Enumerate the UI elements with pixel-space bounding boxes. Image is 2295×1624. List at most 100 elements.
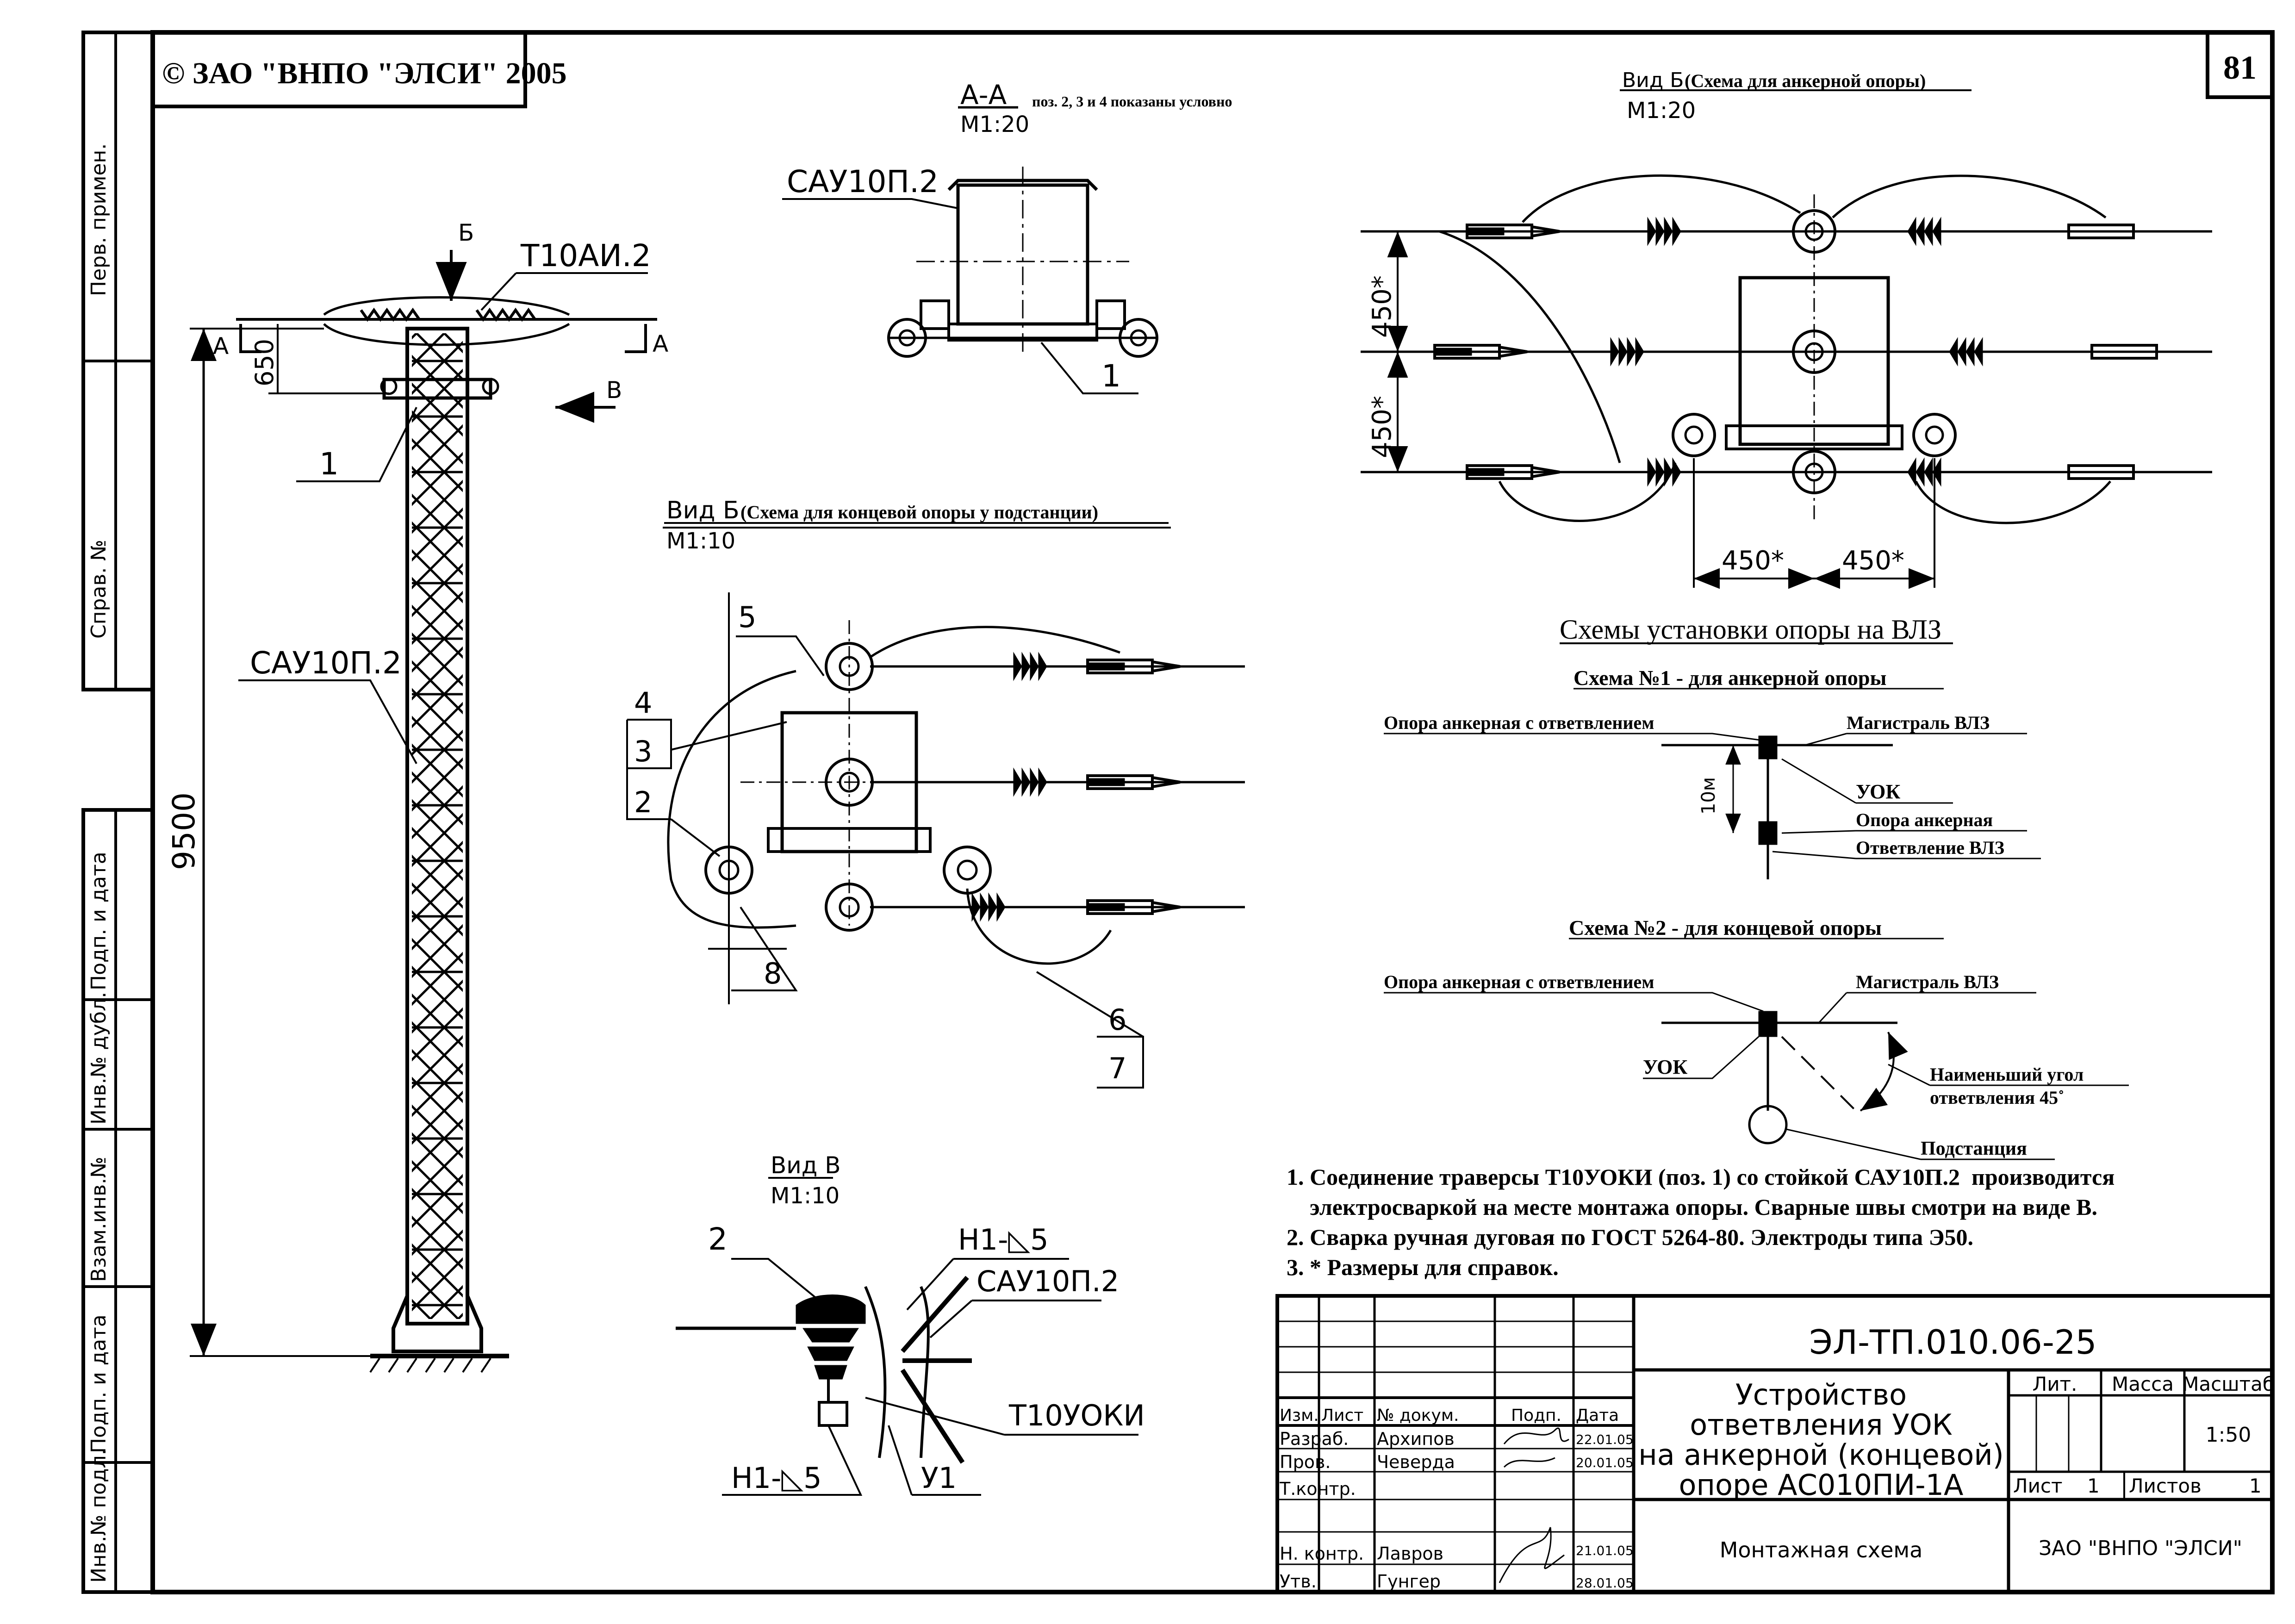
- vba-subtitle: (Схема для анкерной опоры): [1685, 70, 1926, 91]
- tb-name-razrab: Архипов: [1377, 1429, 1455, 1449]
- vv-title: Вид В: [771, 1152, 841, 1179]
- tb-sheets-value: 1: [2249, 1475, 2262, 1497]
- tb-name-prov: Чеверда: [1377, 1452, 1455, 1472]
- pole-pos1-label: 1: [319, 446, 339, 482]
- vbt-pos7: 7: [1108, 1052, 1126, 1085]
- note-1b: электросваркой на месте монтажа опоры. С…: [1287, 1194, 2097, 1220]
- aa-title: А-А: [960, 79, 1007, 111]
- scheme2-substation: Подстанция: [1921, 1138, 2027, 1159]
- tb-sheet-value: 1: [2087, 1475, 2100, 1497]
- tb-sheet-label: Лист: [2013, 1475, 2062, 1497]
- tb-date-2: 20.01.05: [1576, 1455, 1634, 1470]
- side-sprav-no: Справ. №: [87, 540, 111, 639]
- vbt-pos5: 5: [738, 600, 756, 634]
- side-stamp: Перв. примен. Справ. № Подп. и дата Инв.…: [87, 143, 111, 1583]
- tb-col-list: Лист: [1321, 1406, 1363, 1425]
- tb-col-izm: Изм.: [1280, 1406, 1319, 1425]
- schemes-title: Схемы установки опоры на ВЛЗ: [1560, 614, 1941, 645]
- tb-role-6: Утв.: [1280, 1571, 1317, 1592]
- view-v: [676, 1177, 1138, 1496]
- pole-label-b: Б: [458, 219, 474, 246]
- tb-col-doc: № докум.: [1377, 1406, 1459, 1425]
- scheme2-uok: УОК: [1643, 1056, 1687, 1078]
- vv-u1: У1: [921, 1461, 957, 1495]
- vbt-pos8: 8: [764, 957, 782, 990]
- pole-label-v: В: [606, 377, 622, 404]
- vba-dim-v1: 450*: [1367, 275, 1397, 338]
- scheme1-right: Магистраль ВЛЗ: [1847, 712, 1990, 733]
- tb-company: ЗАО "ВНПО "ЭЛСИ": [2039, 1537, 2242, 1560]
- vv-sau: САУ10П.2: [976, 1264, 1119, 1298]
- vba-title: Вид Б: [1622, 68, 1684, 92]
- view-b-terminal: [626, 522, 1245, 1089]
- vv-t10uoki: Т10УОКИ: [1008, 1399, 1145, 1432]
- aa-scale: М1:20: [960, 112, 1029, 137]
- scheme1-anchor-mark: [1758, 821, 1778, 845]
- pole-lattice: [412, 333, 463, 1319]
- tb-date-5: 21.01.05: [1576, 1543, 1634, 1558]
- vba-dim-h1: 450*: [1722, 546, 1784, 576]
- scheme2-left: Опора анкерная с ответвлением: [1384, 971, 1654, 992]
- vv-weld2: Н1-◺5: [731, 1461, 822, 1495]
- vbt-pos3: 3: [634, 734, 652, 768]
- tb-name-2: ответвления УОК: [1690, 1408, 1953, 1442]
- pole-t10ai-label: Т10АИ.2: [520, 238, 651, 274]
- schemes: Схемы установки опоры на ВЛЗ Схема №1 - …: [1384, 614, 2084, 1159]
- pole-sau-label: САУ10П.2: [250, 645, 402, 681]
- aa-note: поз. 2, 3 и 4 показаны условно: [1032, 93, 1232, 110]
- scheme2-angle-2: ответвления 45˚: [1930, 1087, 2064, 1108]
- scheme2-angle-1: Наименьший угол: [1930, 1064, 2084, 1085]
- vba-scale: М1:20: [1627, 98, 1696, 124]
- tb-name-utv: Гунгер: [1377, 1571, 1441, 1592]
- tb-date-1: 22.01.05: [1576, 1432, 1634, 1447]
- tb-name-1: Устройство: [1735, 1378, 1907, 1412]
- scheme2-title: Схема №2 - для концевой опоры: [1569, 916, 1882, 940]
- vbt-scale: М1:10: [666, 528, 735, 554]
- vbt-pos2: 2: [634, 785, 652, 819]
- tb-col-date: Дата: [1576, 1406, 1619, 1425]
- copyright: © ЗАО "ВНПО "ЭЛСИ" 2005: [162, 56, 567, 90]
- scheme1-uok-mark: [1758, 735, 1778, 759]
- pole-column: [405, 327, 469, 1325]
- tb-role-2: Пров.: [1280, 1452, 1331, 1472]
- notes: 1. Соединение траверсы Т10УОКИ (поз. 1) …: [1287, 1164, 2115, 1280]
- tb-doc-code: ЭЛ-ТП.010.06-25: [1810, 1323, 2097, 1362]
- scheme1-title: Схема №1 - для анкерной опоры: [1574, 666, 1886, 690]
- pole-label-a-left: А: [213, 333, 229, 360]
- pole-label-a-right: А: [653, 330, 668, 357]
- vba-dim-v2: 450*: [1367, 396, 1397, 458]
- frame: [81, 30, 2275, 1594]
- tb-mass-header: Масса: [2112, 1373, 2174, 1395]
- side-perv-primen: Перв. примен.: [87, 143, 111, 296]
- vbt-title: Вид Б: [666, 497, 740, 524]
- vbt-subtitle: (Схема для концевой опоры у подстанции): [740, 502, 1098, 523]
- side-podp-data-2: Подп. и дата: [87, 1314, 111, 1453]
- tb-date-6: 28.01.05: [1576, 1575, 1634, 1591]
- section-aa: [782, 106, 1158, 394]
- side-inv-dubl: Инв.№ дубл.: [87, 992, 111, 1125]
- vv-weld1: Н1-◺5: [958, 1223, 1049, 1257]
- view-b-anchor: [1361, 89, 2212, 589]
- pole-view: [190, 250, 657, 1373]
- tb-drawing-kind: Монтажная схема: [1720, 1537, 1923, 1562]
- tb-name-4: опоре АС010ПИ-1А: [1679, 1468, 1964, 1502]
- pole-dim-9500: 9500: [166, 792, 202, 870]
- scheme1-anchor: Опора анкерная: [1856, 809, 1993, 830]
- note-2: 2. Сварка ручная дуговая по ГОСТ 5264-80…: [1287, 1224, 1973, 1250]
- side-inv-podl: Инв.№ подл.: [87, 1449, 111, 1583]
- scheme1-branch: Ответвление ВЛЗ: [1856, 837, 2004, 858]
- tb-name-3: на анкерной (концевой): [1638, 1438, 2004, 1472]
- tb-name-nkontr: Лавров: [1377, 1543, 1443, 1564]
- tb-sheets-label: Листов: [2129, 1475, 2202, 1497]
- scheme2-uok-mark: [1758, 1011, 1778, 1037]
- note-1a: 1. Соединение траверсы Т10УОКИ (поз. 1) …: [1287, 1164, 2115, 1190]
- tb-role-3: Т.контр.: [1279, 1479, 1356, 1499]
- vv-scale: М1:10: [771, 1183, 840, 1209]
- scheme2-right: Магистраль ВЛЗ: [1856, 971, 1999, 992]
- tb-col-podp: Подп.: [1511, 1406, 1561, 1425]
- scheme2-substation-mark: [1748, 1105, 1788, 1145]
- tb-scale-value: 1:50: [2206, 1423, 2251, 1447]
- vbt-pos6: 6: [1108, 1003, 1126, 1037]
- note-3: 3. * Размеры для справок.: [1287, 1254, 1559, 1280]
